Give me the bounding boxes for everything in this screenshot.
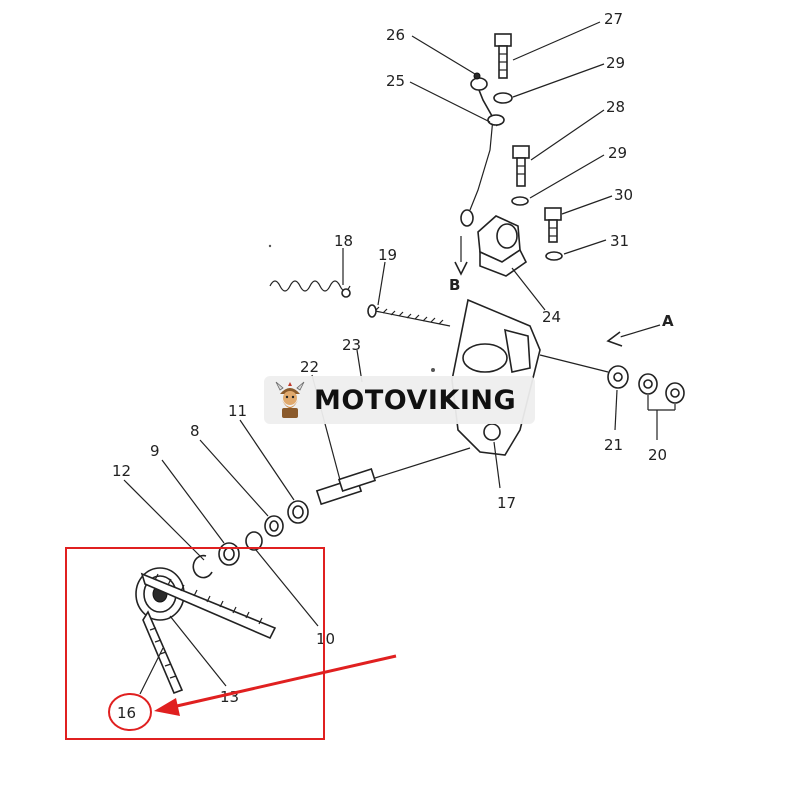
- part-28-bolt: [512, 145, 530, 187]
- part-25-pipe: [460, 89, 505, 227]
- label-26: 26: [386, 26, 405, 44]
- label-20: 20: [648, 446, 667, 464]
- label-18: 18: [334, 232, 353, 250]
- part-11-bearing: [287, 500, 309, 524]
- label-23: 23: [342, 336, 361, 354]
- label-29-top: 29: [606, 54, 625, 72]
- part-27-bolt: [494, 33, 512, 79]
- part-18-spring: [269, 280, 351, 298]
- label-19: 19: [378, 246, 397, 264]
- brand-watermark: MOTOVIKING: [264, 376, 535, 424]
- highlight-circle: [108, 693, 152, 731]
- part-24-bracket: [477, 215, 528, 277]
- label-28: 28: [606, 98, 625, 116]
- part-31-washer: [545, 251, 563, 261]
- direction-arrow-b: [454, 236, 468, 276]
- label-31: 31: [610, 232, 629, 250]
- leader-lines: [123, 21, 676, 695]
- part-8-bearing: [264, 515, 284, 537]
- part-10-ring: [245, 531, 263, 551]
- viking-mascot-icon: [275, 381, 305, 418]
- direction-arrow-a: [606, 324, 661, 347]
- part-21-nut: [607, 365, 629, 389]
- letter-a: A: [662, 312, 674, 330]
- label-27: 27: [604, 10, 623, 28]
- part-29-washer-top: [493, 92, 513, 104]
- label-24: 24: [542, 308, 561, 326]
- label-17: 17: [497, 494, 516, 512]
- stray-mark: [268, 244, 272, 248]
- label-8: 8: [190, 422, 200, 440]
- part-26-fitting: [470, 72, 488, 91]
- label-10: 10: [316, 630, 335, 648]
- part-16-belt: [140, 572, 277, 695]
- stray-mark: [431, 368, 435, 372]
- brand-name: MOTOVIKING: [314, 384, 517, 416]
- label-16: 16: [117, 704, 136, 722]
- part-29-washer-mid: [511, 196, 529, 206]
- label-9: 9: [150, 442, 160, 460]
- label-25: 25: [386, 72, 405, 90]
- label-29-mid: 29: [608, 144, 627, 162]
- highlight-box: [65, 547, 325, 740]
- part-22-shaft: [315, 468, 377, 506]
- part-20-nuts: [638, 373, 685, 404]
- label-11: 11: [228, 402, 247, 420]
- highlight-arrow: [154, 654, 397, 716]
- letter-b: B: [449, 276, 460, 294]
- part-19-rod: [367, 304, 451, 327]
- label-12: 12: [112, 462, 131, 480]
- part-30-bolt: [544, 207, 562, 243]
- label-22: 22: [300, 358, 319, 376]
- label-21: 21: [604, 436, 623, 454]
- label-30: 30: [614, 186, 633, 204]
- part-9-bearing: [218, 542, 240, 566]
